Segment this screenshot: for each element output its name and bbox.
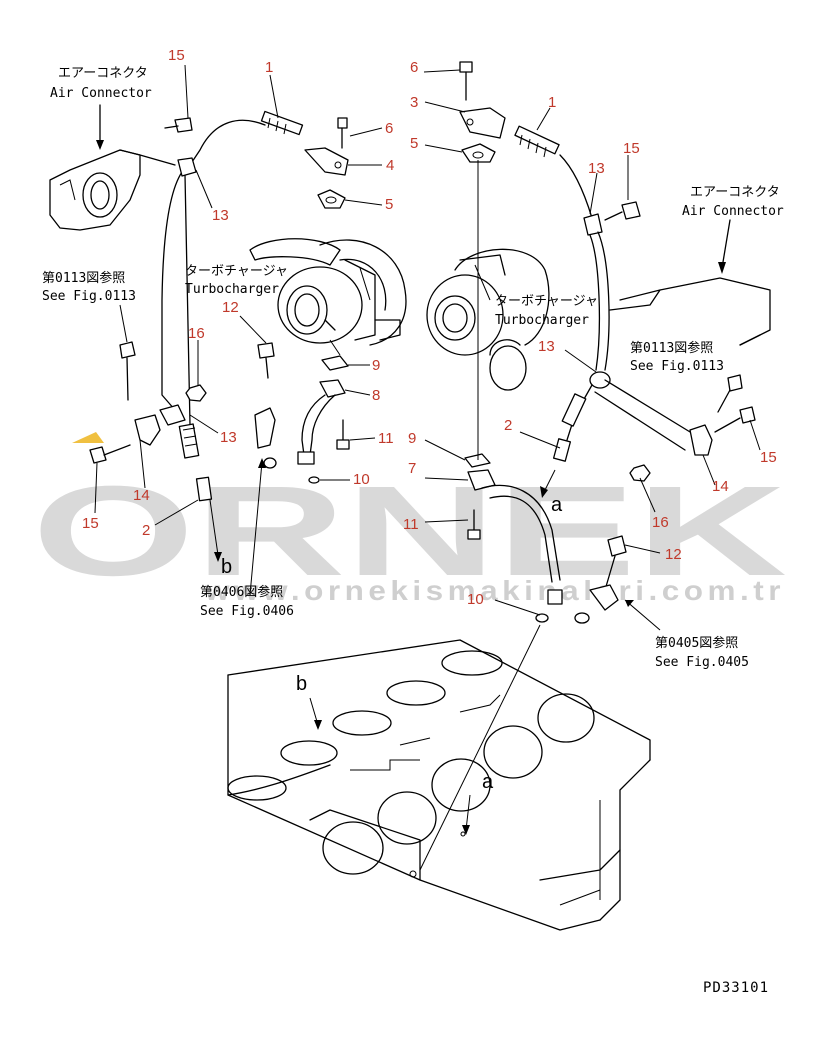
part-number-15: 15 <box>760 449 777 466</box>
leader-lines <box>94 64 761 835</box>
air-connector-right-label-en: Air Connector <box>682 204 784 219</box>
part-number-9: 9 <box>372 357 380 374</box>
part-number-1: 1 <box>548 94 556 111</box>
part-number-15: 15 <box>623 140 640 157</box>
part-number-5: 5 <box>385 196 393 213</box>
part-number-6: 6 <box>410 59 418 76</box>
see-fig-0405-jp: 第0405図参照 <box>655 635 738 651</box>
part-number-4: 4 <box>386 157 394 174</box>
air-connector-left <box>49 104 176 231</box>
part-number-14: 14 <box>712 478 729 495</box>
part-number-13: 13 <box>220 429 237 446</box>
air-connector-right <box>609 219 771 346</box>
left-oil-piping <box>89 110 350 562</box>
part-number-10: 10 <box>467 591 484 608</box>
turbocharger-left <box>249 238 407 356</box>
see-fig-0113-right-jp: 第0113図参照 <box>630 340 713 356</box>
part-number-2: 2 <box>504 417 512 434</box>
part-number-12: 12 <box>222 299 239 316</box>
part-number-13: 13 <box>212 207 229 224</box>
part-number-2: 2 <box>142 522 150 539</box>
turbocharger-right-label-en: Turbocharger <box>495 313 589 328</box>
part-number-15: 15 <box>82 515 99 532</box>
turbocharger-right <box>426 248 550 391</box>
see-fig-0113-left-jp: 第0113図参照 <box>42 270 125 286</box>
part-number-16: 16 <box>652 514 669 531</box>
turbocharger-left-label-en: Turbocharger <box>185 282 279 297</box>
ref-a-lower: a <box>482 771 494 793</box>
part-number-15: 15 <box>168 47 185 64</box>
ref-a-upper: a <box>551 494 563 516</box>
watermark: ORNEK www.ornekismakinalari.com.tr <box>32 432 787 606</box>
part-number-8: 8 <box>372 387 380 404</box>
part-number-7: 7 <box>408 460 416 477</box>
watermark-brand: ORNEK <box>32 460 787 603</box>
part-number-13: 13 <box>588 160 605 177</box>
right-oil-piping <box>419 61 756 871</box>
part-number-11: 11 <box>378 430 394 447</box>
see-fig-0406-jp: 第0406図参照 <box>200 584 283 600</box>
part-number-3: 3 <box>410 94 418 111</box>
part-number-9: 9 <box>408 430 416 447</box>
part-number-12: 12 <box>665 546 682 563</box>
see-fig-0113-right-en: See Fig.0113 <box>630 359 724 374</box>
part-number-1: 1 <box>265 59 273 76</box>
part-number-10: 10 <box>353 471 370 488</box>
part-number-16: 16 <box>188 325 205 342</box>
ref-b-lower: b <box>296 673 307 695</box>
part-number-5: 5 <box>410 135 418 152</box>
part-numbers: 15 1 6 4 5 13 12 16 9 8 11 13 14 15 2 10… <box>82 47 777 608</box>
part-number-6: 6 <box>385 120 393 137</box>
see-fig-0113-left-en: See Fig.0113 <box>42 289 136 304</box>
watermark-logo-icon <box>72 432 104 443</box>
drawing-code: PD33101 <box>703 980 769 996</box>
part-number-13: 13 <box>538 338 555 355</box>
part-number-14: 14 <box>133 487 150 504</box>
turbocharger-left-label-jp: ターボチャージャ <box>185 264 288 279</box>
turbocharger-right-label-jp: ターボチャージャ <box>495 294 598 309</box>
see-fig-0406-en: See Fig.0406 <box>200 604 294 619</box>
part-number-11: 11 <box>403 516 419 533</box>
air-connector-left-label-en: Air Connector <box>50 86 152 101</box>
see-fig-0405-en: See Fig.0405 <box>655 655 749 670</box>
air-connector-right-label-jp: エアーコネクタ <box>690 185 780 200</box>
engine-block <box>227 639 651 931</box>
air-connector-left-label-jp: エアーコネクタ <box>58 66 148 81</box>
ref-b-upper: b <box>221 556 232 578</box>
watermark-url: www.ornekismakinalari.com.tr <box>204 575 785 606</box>
